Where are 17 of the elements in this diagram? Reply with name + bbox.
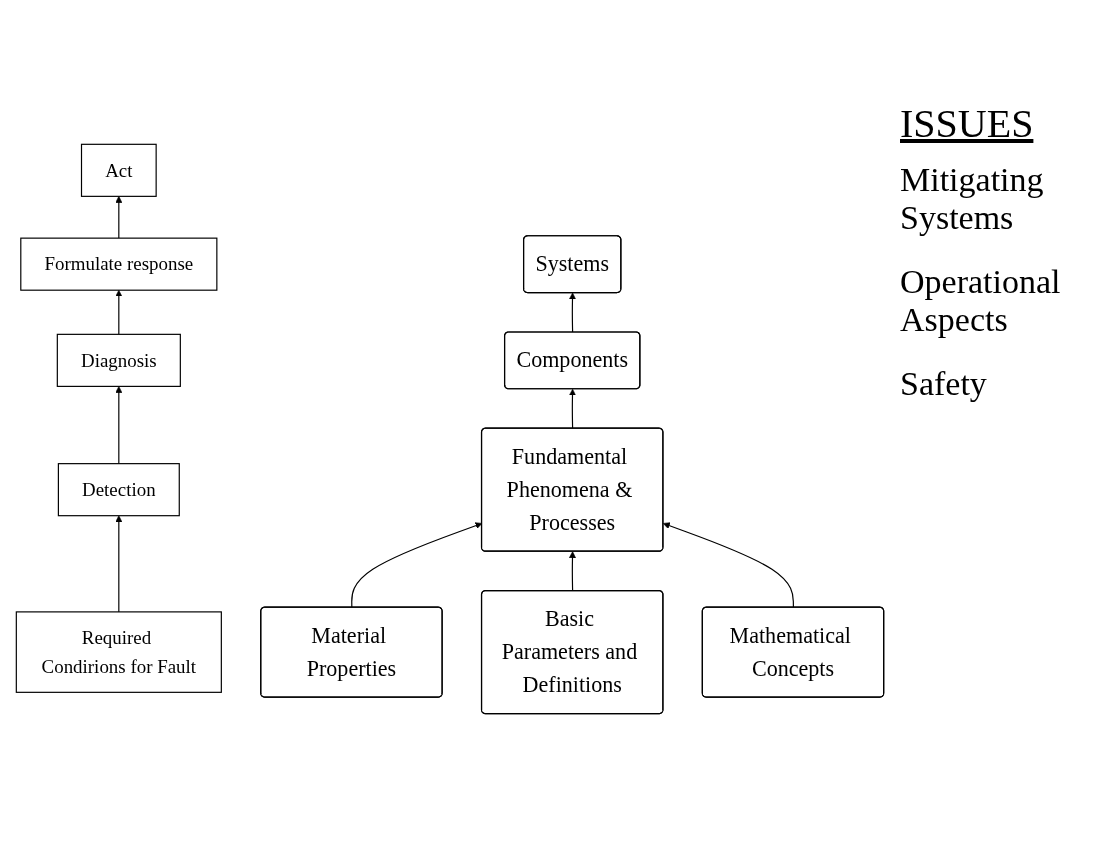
node-box: Diagnosis [56,333,181,387]
node-box: Act [80,143,157,197]
arrow [569,388,576,429]
arrow [115,195,123,239]
arrow [663,521,794,608]
heading-text: ISSUES [900,100,1034,147]
issue-text: Operational Aspects [900,263,1062,339]
node-box: Required Condirions for Fault [15,610,222,693]
arrow [115,514,123,612]
node-box: Formulate response [20,237,218,291]
arrow [115,385,123,464]
arrow [115,289,123,335]
node-box: Detection [57,462,180,516]
issue-text: Safety [900,365,988,403]
arrow [569,550,576,592]
arrow [569,292,576,333]
issue-text: Mitigating Systems [900,161,1045,237]
